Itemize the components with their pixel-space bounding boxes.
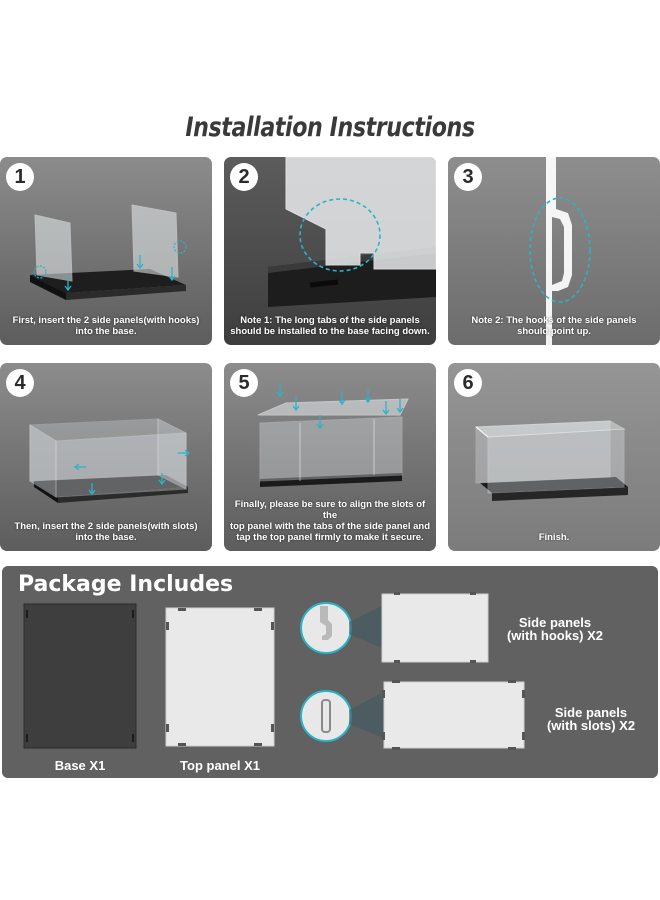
step-2-illustration [268, 157, 436, 307]
step-4-caption: Then, insert the 2 side panels(with slot… [14, 521, 198, 543]
step-6-number: 6 [454, 369, 482, 397]
hooks-panel-label: Side panels (with hooks) X2 [506, 615, 604, 643]
step-6-illustration [474, 420, 628, 501]
step-3-number: 3 [454, 163, 482, 191]
step-6-caption: Finish. [538, 532, 570, 543]
step-1-number: 1 [6, 163, 34, 191]
step-4-card: 4 Then, insert the 2 side panels(with sl… [0, 363, 212, 551]
step-6-card: 6 Finish. [448, 363, 660, 551]
step-4-number: 4 [6, 369, 34, 397]
hook-side-panel-shape [381, 593, 489, 663]
step-3-caption: Note 2: The hooks of the side panels sho… [471, 315, 637, 337]
step-3-card: 3 Note 2: The hooks of the side panels s… [448, 157, 660, 345]
package-includes-panel: Package Includes Base X1 Top panel X1 Si… [2, 566, 658, 778]
package-title: Package Includes [18, 572, 234, 597]
step-2-number: 2 [230, 163, 258, 191]
step-1-illustration [30, 204, 187, 300]
base-panel-shape [23, 603, 137, 749]
package-illustration [23, 592, 525, 750]
step-2-caption: Note 1: The long tabs of the side panels… [230, 315, 430, 337]
step-5-card: 5 Finally, please be sure to align the s… [224, 363, 436, 551]
base-label: Base X1 [54, 758, 106, 773]
step-3-illustration [529, 157, 591, 345]
step-1-card: 1 First, insert the 2 side panels(with h… [0, 157, 212, 345]
top-panel-shape [165, 607, 275, 747]
top-panel-label: Top panel X1 [180, 758, 260, 773]
slot-side-panel-shape [383, 681, 525, 749]
step-5-caption: Finally, please be sure to align the slo… [229, 499, 431, 543]
page-title: Installation Instructions [185, 112, 475, 143]
slots-panel-label: Side panels (with slots) X2 [546, 705, 636, 733]
step-1-caption: First, insert the 2 side panels(with hoo… [12, 315, 200, 337]
step-2-card: 2 Note 1: The long tabs of the side pane… [224, 157, 436, 345]
step-5-number: 5 [230, 369, 258, 397]
step-4-illustration [29, 418, 191, 503]
step-5-illustration [257, 383, 409, 487]
